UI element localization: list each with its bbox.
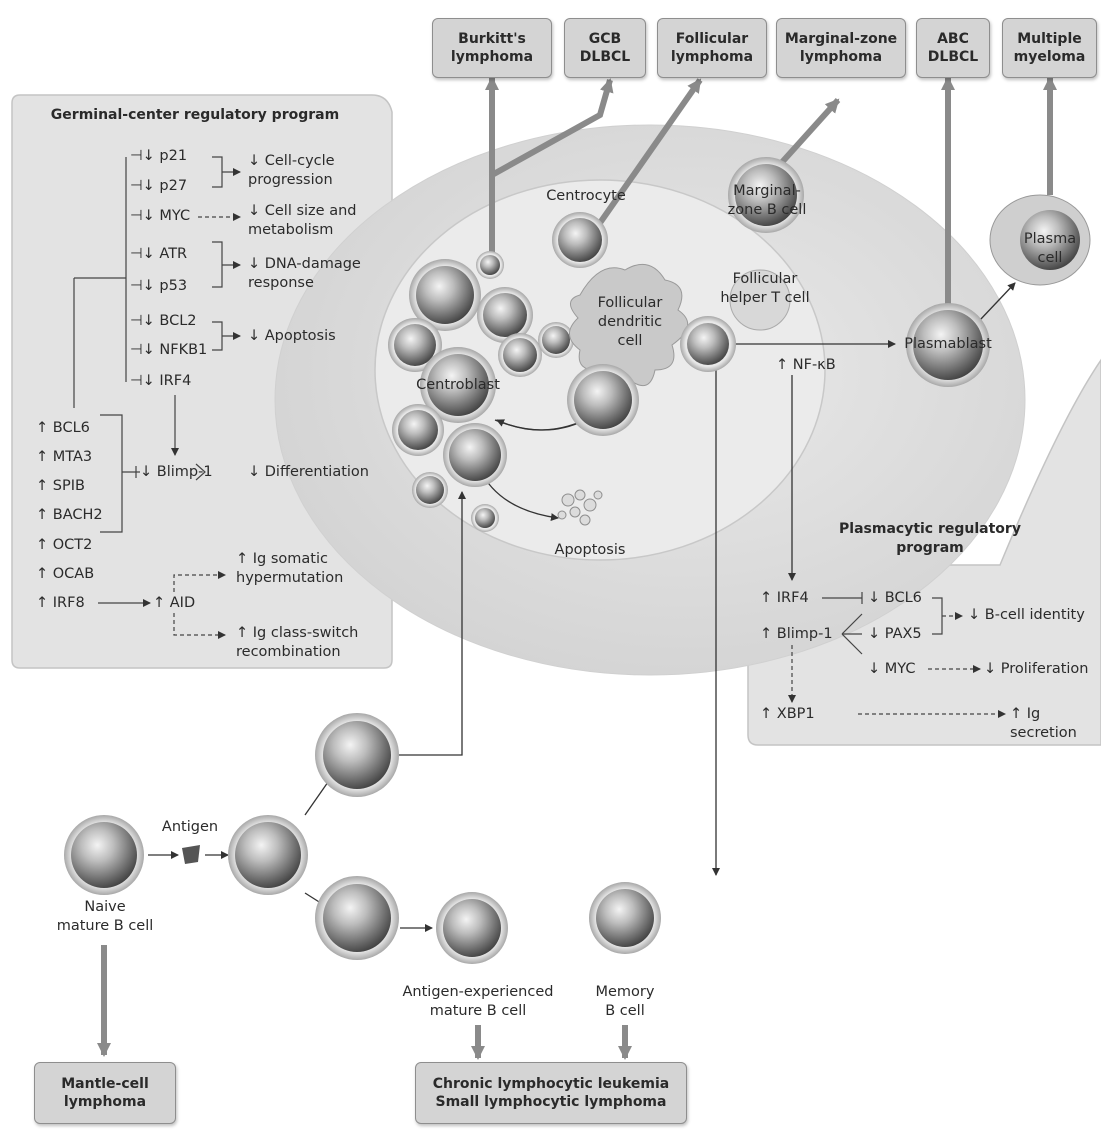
origin-arrows — [97, 76, 1057, 1060]
centrocyte-cell — [558, 218, 602, 262]
arrow-to-gcb — [490, 78, 614, 178]
arrow-plasmablast-to-plasma — [979, 282, 1016, 321]
arrow-to-marginal — [772, 97, 841, 173]
germinal-center-panel — [11, 94, 393, 669]
plasmacytic-lines — [788, 592, 1006, 718]
marginal-zone-b-cell — [735, 164, 797, 226]
germinal-center-cells — [388, 251, 574, 532]
tfh-cell — [687, 323, 729, 365]
apoptosis-fragments — [557, 489, 603, 526]
plasmablast-cell — [913, 310, 983, 380]
plasma-cell — [1020, 210, 1080, 270]
centrocyte-cell-2 — [574, 371, 632, 429]
antigen-shape — [182, 845, 200, 864]
gc-target-brackets — [198, 156, 241, 351]
arrow-to-follicular — [592, 78, 703, 232]
gc-program-lines — [73, 157, 226, 639]
follicular-dendritic-cell-shape — [569, 263, 688, 387]
naive-and-memory-cells — [64, 713, 661, 964]
